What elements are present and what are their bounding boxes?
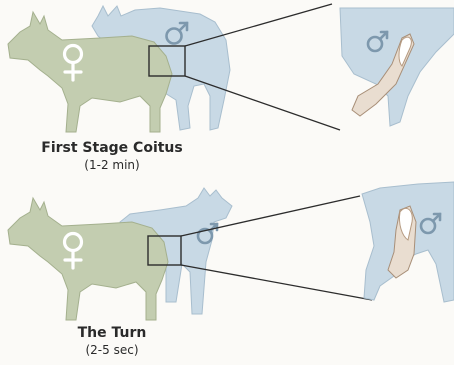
stage-2-detail-view	[362, 182, 454, 302]
stage-1-detail-view	[340, 8, 454, 126]
stage-2-caption: The Turn (2-5 sec)	[12, 325, 212, 358]
stage-2-title: The Turn	[12, 325, 212, 342]
stage-1-title: First Stage Coitus	[12, 140, 212, 157]
stage-2-illustration	[8, 188, 232, 320]
stage-2-zoom-line-bottom	[181, 265, 372, 300]
stage-1-caption: First Stage Coitus (1-2 min)	[12, 140, 212, 173]
stage-1-duration: (1-2 min)	[12, 157, 212, 173]
stage-1-illustration	[8, 6, 230, 132]
stage-1-zoom-line-bottom	[185, 76, 340, 130]
stage-2-duration: (2-5 sec)	[12, 342, 212, 358]
